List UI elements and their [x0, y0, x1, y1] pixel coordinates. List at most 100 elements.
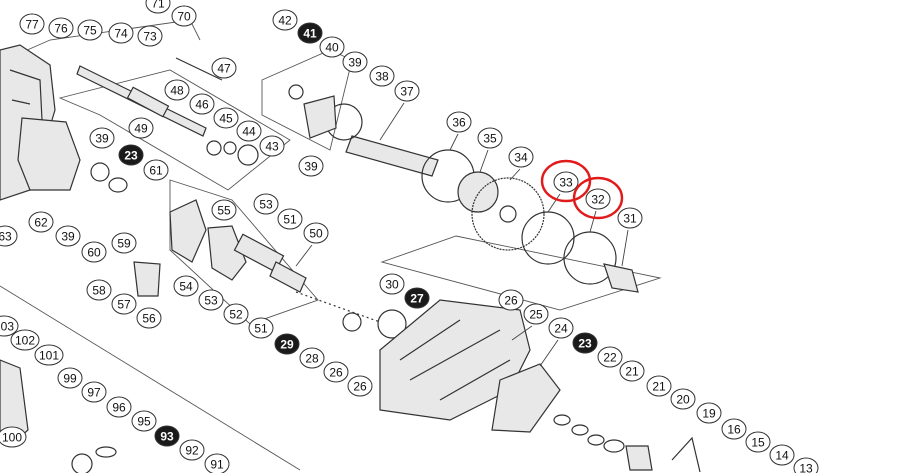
- callout-number: 62: [34, 216, 48, 230]
- callout-c75: 75: [77, 19, 103, 41]
- callout-bubble: [57, 367, 83, 389]
- spring-20: [603, 439, 625, 453]
- callout-number: 54: [179, 280, 193, 294]
- leader-25: [511, 325, 533, 341]
- callout-number: 16: [727, 423, 741, 437]
- callout-bubble: [106, 396, 132, 418]
- callout-c37: 37: [394, 80, 420, 102]
- callout-number: 73: [143, 30, 157, 44]
- callout-c33: 33: [553, 171, 579, 193]
- callout-c15: 15: [745, 431, 771, 453]
- callout-bubble: [277, 208, 303, 230]
- callout-bubble: [19, 13, 45, 35]
- callout-number: 76: [54, 22, 68, 36]
- bearing-42: [288, 84, 304, 100]
- callout-number: 21: [652, 380, 666, 394]
- callout-number: 35: [483, 132, 497, 146]
- callout-c57: 57: [111, 293, 137, 315]
- callout-bubble: [77, 19, 103, 41]
- callout-bubble: [347, 375, 373, 397]
- callout-bubble: [154, 425, 180, 447]
- callout-bubble: [696, 402, 722, 424]
- main-shaft-37: [345, 135, 439, 177]
- callout-c43: 43: [259, 135, 285, 157]
- callout-bubble: [223, 303, 249, 325]
- pawl-96: [95, 446, 117, 458]
- leader-35: [479, 149, 489, 173]
- callout-bubble: [323, 361, 349, 383]
- callout-bubble: [111, 293, 137, 315]
- callout-bubble: [477, 127, 503, 149]
- callout-bubble: [793, 457, 819, 473]
- leader-33: [547, 193, 561, 213]
- washer-21b: [587, 434, 605, 446]
- callout-number: 51: [254, 322, 268, 336]
- main-gear-34: [471, 177, 545, 251]
- callout-c95: 95: [131, 410, 157, 432]
- callout-number: 53: [259, 198, 273, 212]
- callout-c91: 91: [204, 453, 230, 473]
- callout-c35: 35: [477, 127, 503, 149]
- callout-number: 102: [15, 334, 35, 348]
- drag-washer-33: [521, 211, 575, 265]
- callout-bubble: [137, 25, 163, 47]
- callout-c50: 50: [303, 222, 329, 244]
- callout-c26b: 26: [323, 361, 349, 383]
- callout-c26a: 26: [498, 289, 524, 311]
- callout-number: 29: [280, 338, 294, 352]
- callout-c21b: 21: [646, 375, 672, 397]
- callout-number: 52: [229, 308, 243, 322]
- callout-bubble: [34, 344, 64, 366]
- rod-47: [175, 57, 223, 81]
- callout-number: 44: [242, 125, 256, 139]
- callout-number: 30: [385, 278, 399, 292]
- callout-bubble: [128, 117, 154, 139]
- callout-number: 13: [799, 462, 813, 473]
- callout-bubble: [89, 127, 115, 149]
- cover-detail: [399, 319, 511, 401]
- callout-c40: 40: [319, 36, 345, 58]
- gear-97: [71, 453, 93, 473]
- callout-bubble: [0, 426, 27, 448]
- callout-c44: 44: [236, 120, 262, 142]
- callout-c53a: 53: [253, 193, 279, 215]
- callout-bubble: [131, 410, 157, 432]
- callout-bubble: [173, 275, 199, 297]
- callout-c42: 42: [272, 9, 298, 31]
- callout-number: 43: [265, 140, 279, 154]
- callout-c27: 27: [404, 287, 430, 309]
- callout-bubble: [179, 439, 205, 461]
- callout-number: 25: [529, 308, 543, 322]
- ring-45: [206, 140, 222, 156]
- lever-56: [133, 261, 161, 297]
- leader-24: [539, 339, 559, 367]
- callout-number: 99: [63, 372, 77, 386]
- callout-number: 39: [348, 56, 362, 70]
- bearing-27: [377, 309, 407, 339]
- callout-number: 20: [676, 393, 690, 407]
- callout-number: 97: [87, 386, 101, 400]
- callout-c71: 71: [145, 0, 171, 14]
- callout-number: 38: [375, 70, 389, 84]
- spring-61: [108, 177, 128, 193]
- callout-number: 91: [210, 458, 224, 472]
- callout-number: 48: [170, 84, 184, 98]
- leader-36: [449, 133, 459, 151]
- callout-c99: 99: [57, 367, 83, 389]
- frame-bottom-left: [0, 285, 301, 471]
- callout-c30: 30: [379, 273, 405, 295]
- callout-c53b: 53: [198, 289, 224, 311]
- callout-bubble: [670, 388, 696, 410]
- callout-number: 56: [142, 312, 156, 326]
- callout-c47: 47: [211, 57, 237, 79]
- callout-bubble: [597, 346, 623, 368]
- callout-number: 95: [137, 415, 151, 429]
- callout-c63: 63: [0, 225, 18, 247]
- washer-21a: [571, 424, 589, 436]
- callout-bubble: [211, 199, 237, 221]
- callout-bubble: [248, 317, 274, 339]
- callout-bubble: [211, 57, 237, 79]
